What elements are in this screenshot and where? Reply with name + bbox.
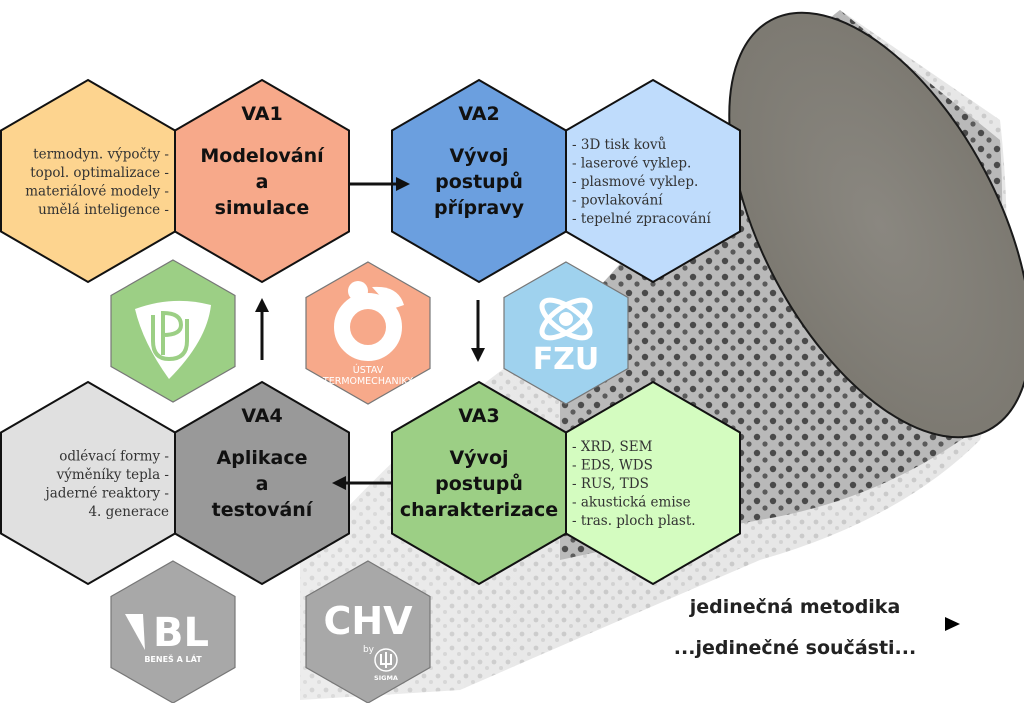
details-item: topol. optimalizace - <box>30 165 169 181</box>
partner-sublabel: SIGMA <box>374 674 398 682</box>
work-area-title-line: a <box>256 171 269 193</box>
main-hex-shape <box>391 380 567 586</box>
work-area-title-line: Vývoj <box>449 145 508 167</box>
details-item: - 3D tisk kovů <box>572 137 667 153</box>
details-item: - XRD, SEM <box>572 439 653 455</box>
work-area-title-line: Modelování <box>200 145 325 167</box>
flow-arrow-va2-va3 <box>471 300 485 362</box>
work-area-title-line: a <box>256 473 269 495</box>
work-area-va2: - 3D tisk kovů - laserové vyklep. - plasmo… <box>391 78 741 284</box>
partner-label: BL <box>153 610 209 656</box>
details-item: - EDS, WDS <box>572 458 653 474</box>
partner-logo-fzu: FZU <box>503 261 629 405</box>
details-item: - povlakování <box>572 193 663 209</box>
work-area-code: VA1 <box>241 103 282 125</box>
details-item: - tepelné zpracování <box>572 211 712 227</box>
partner-by: by <box>363 645 375 655</box>
trident-icon <box>374 648 398 672</box>
partner-sublabel: BENEŠ A LÁT <box>144 653 202 664</box>
ring-logo-icon <box>334 281 404 361</box>
details-item: materiálové modely - <box>25 183 169 199</box>
details-item: - plasmové vyklep. <box>572 174 698 190</box>
work-area-title-line: simulace <box>215 197 310 219</box>
tagline-arrow-head <box>945 617 960 631</box>
flow-arrow-va3-va4 <box>332 476 392 490</box>
details-item: odlévací formy - <box>59 448 169 464</box>
tagline: jedinečná metodika ...jedinečné součásti.… <box>420 596 960 659</box>
details-item: 4. generace <box>88 504 169 520</box>
partner-label: ÚSTAV <box>353 364 384 376</box>
details-item: umělá inteligence - <box>38 202 169 218</box>
partner-hex <box>110 560 236 703</box>
work-area-code: VA3 <box>458 405 499 427</box>
partner-label: TERMOMECHANIKY <box>322 376 413 387</box>
shield-icon <box>135 300 211 379</box>
tagline-bottom: ...jedinečné součásti... <box>674 637 916 659</box>
details-item: termodyn. výpočty - <box>33 146 169 162</box>
work-area-va1: termodyn. výpočty - topol. optimalizace -… <box>0 78 350 284</box>
main-hex-shape <box>174 78 350 284</box>
main-hex-shape <box>174 380 350 586</box>
details-hex-va1: termodyn. výpočty - topol. optimalizace -… <box>0 78 176 284</box>
work-area-title-line: testování <box>212 499 314 521</box>
work-area-title-line: charakterizace <box>400 499 558 521</box>
work-area-code: VA4 <box>241 405 282 427</box>
work-area-title-line: postupů <box>435 170 523 193</box>
work-area-title-line: Vývoj <box>449 447 508 469</box>
partner-hex <box>305 560 431 703</box>
partner-label: FZU <box>533 342 600 377</box>
flow-arrow-va4-va1 <box>255 298 269 360</box>
atom-icon <box>539 297 593 341</box>
partner-logo-up <box>110 259 236 403</box>
work-area-va3: - XRD, SEM - EDS, WDS - RUS, TDS - akustick… <box>391 380 741 586</box>
main-hex-shape <box>391 78 567 284</box>
details-item: - tras. ploch plast. <box>572 513 696 529</box>
details-item: výměníky tepla - <box>56 467 169 483</box>
details-item: - laserové vyklep. <box>572 156 691 172</box>
work-area-code: VA2 <box>458 103 499 125</box>
partner-label: CHV <box>323 599 413 643</box>
work-area-title-line: přípravy <box>434 197 525 219</box>
tagline-top: jedinečná metodika <box>689 596 901 618</box>
bl-mark-icon <box>125 614 145 650</box>
details-item: - RUS, TDS <box>572 476 649 492</box>
work-area-va4: odlévací formy - výměníky tepla - jaderné … <box>0 380 350 586</box>
details-item: jaderné reaktory - <box>44 485 169 501</box>
details-item: - akustická emise <box>572 495 691 511</box>
details-hex-va4: odlévací formy - výměníky tepla - jaderné … <box>0 380 176 586</box>
details-hex-va2: - 3D tisk kovů - laserové vyklep. - plasmo… <box>565 78 741 284</box>
work-area-title-line: Aplikace <box>217 447 308 469</box>
work-area-title-line: postupů <box>435 472 523 495</box>
flow-arrow-va1-va2 <box>350 177 410 191</box>
